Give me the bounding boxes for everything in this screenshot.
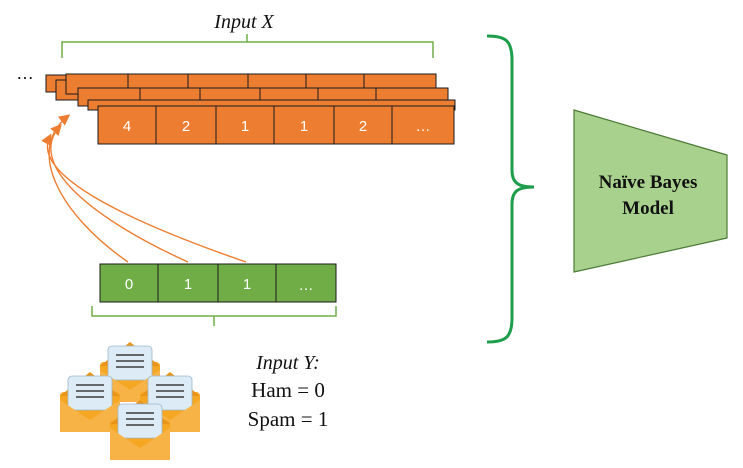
input-x-cell [97, 105, 157, 145]
input-y-bracket [91, 306, 337, 317]
input-x-cell [391, 105, 455, 145]
input-y-cell-value: … [299, 277, 314, 294]
input-y-cell [157, 263, 219, 303]
input-x-cell-value: … [416, 118, 431, 135]
input-x-cell-value: 2 [182, 118, 190, 135]
input-y-cell [217, 263, 277, 303]
model-label-line2: Model [622, 198, 674, 219]
arrow-spam-to-row [50, 123, 189, 263]
input-x-bracket [61, 41, 434, 58]
label-arrows [41, 114, 247, 263]
input-y-cell [275, 263, 337, 303]
naive-bayes-model-shape [573, 109, 728, 273]
input-y-cell-value: 1 [184, 276, 192, 293]
spam-legend: Spam = 1 [248, 407, 329, 431]
input-y-cell-value: 0 [125, 276, 133, 293]
input-y-cell [99, 263, 159, 303]
input-x-cell-value: 4 [123, 118, 131, 135]
input-x-title: Input X [213, 11, 274, 33]
envelope-icon [60, 342, 200, 460]
input-x-cell-value: 1 [241, 118, 249, 135]
input-x-front-row: 4 2 1 1 2 … [97, 105, 455, 145]
input-x-cell [333, 105, 393, 145]
input-x-cell [215, 105, 275, 145]
arrow-spam-to-row [41, 133, 247, 263]
ham-legend: Ham = 0 [251, 378, 325, 402]
input-x-cell-value: 1 [300, 118, 308, 135]
input-x-cell [273, 105, 335, 145]
combine-brace [486, 34, 535, 344]
input-x-cell-value: 2 [359, 118, 367, 135]
input-x-stack [45, 73, 456, 111]
stack-more-dots: … [16, 63, 34, 83]
input-y-row: 0 1 1 … [99, 263, 337, 303]
input-y-title: Input Y: [255, 352, 320, 374]
input-y-cell-value: 1 [243, 276, 251, 293]
model-label-line1: Naïve Bayes [599, 172, 698, 193]
